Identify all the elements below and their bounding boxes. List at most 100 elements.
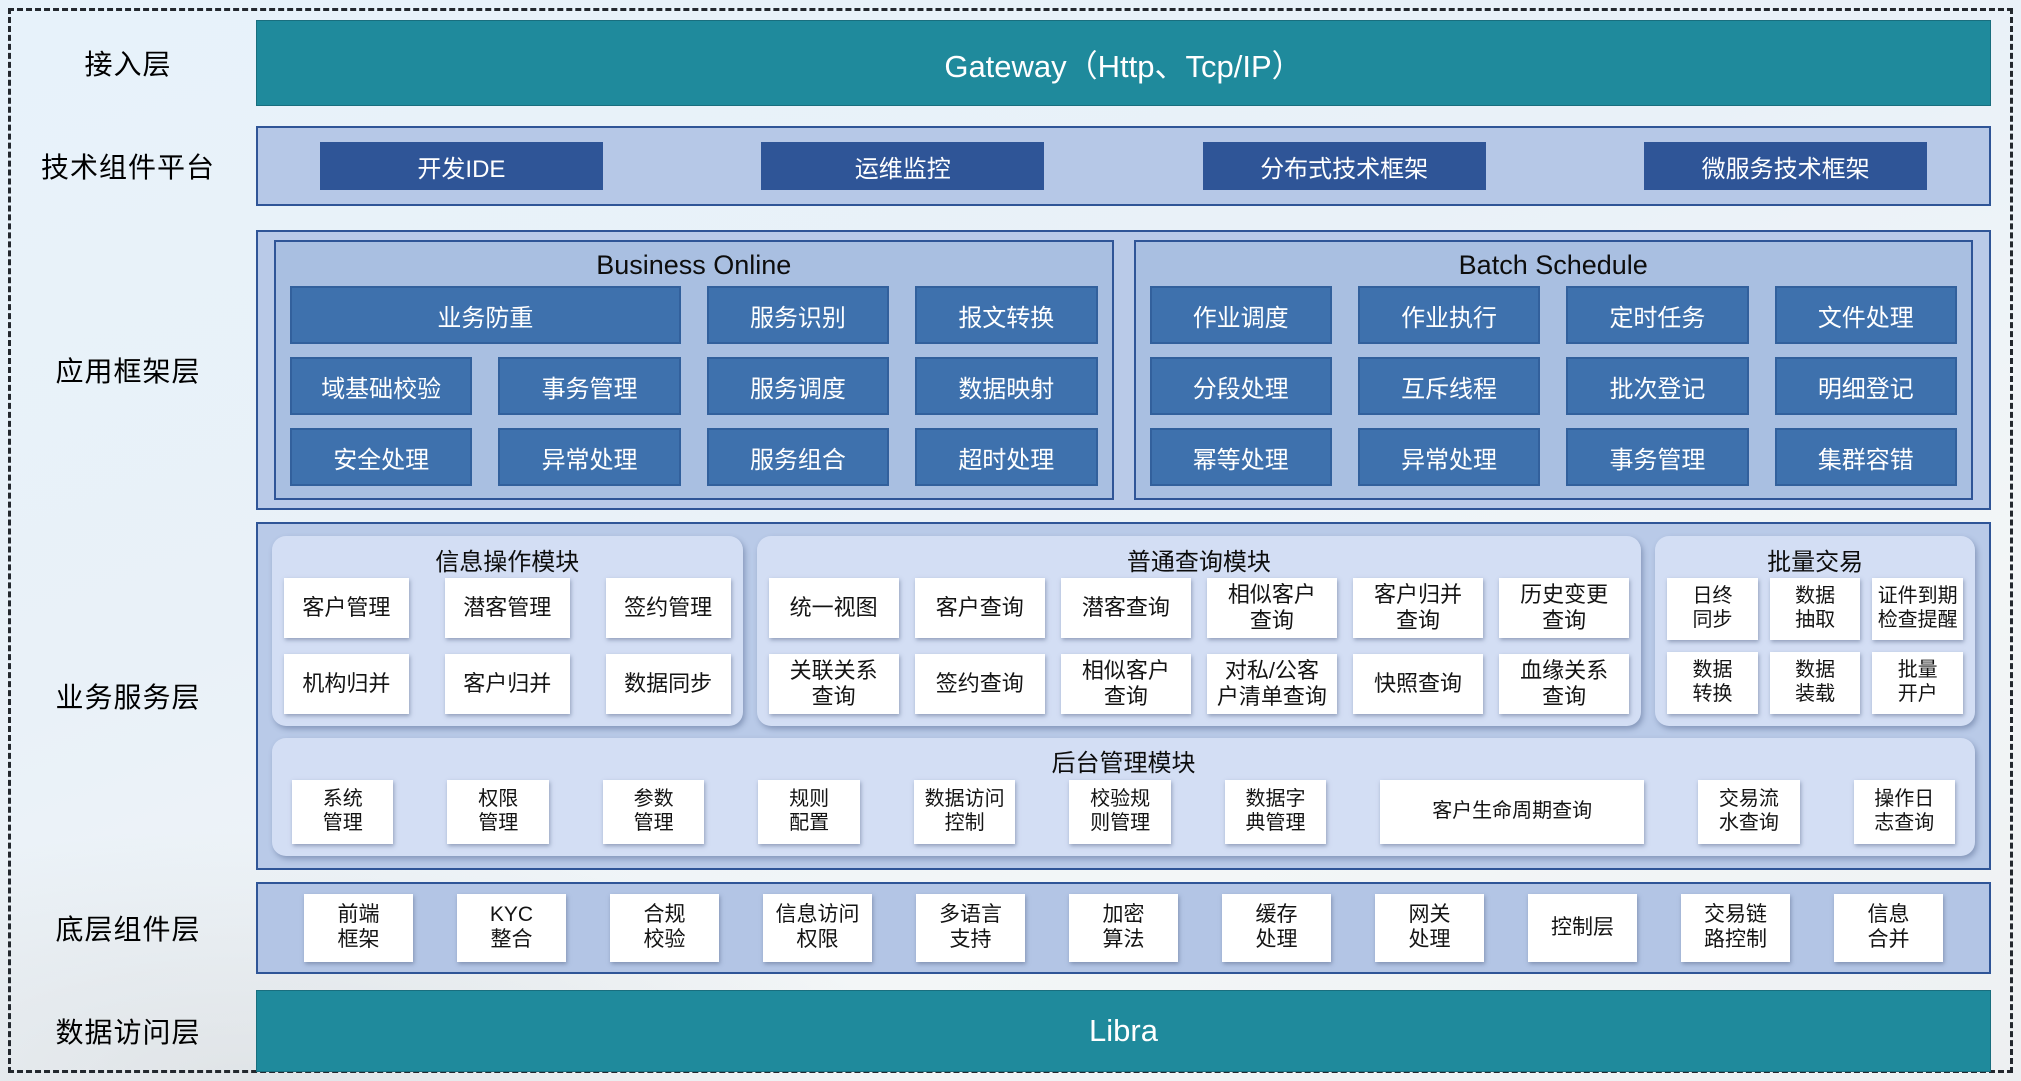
business-online-item: 业务防重 bbox=[290, 286, 681, 344]
layer-data-access: 数据访问层 Libra bbox=[0, 990, 1991, 1072]
base-component-item: 多语言 支持 bbox=[916, 894, 1025, 962]
layer-label-business-service: 业务服务层 bbox=[55, 682, 201, 713]
batch-schedule-item: 作业执行 bbox=[1357, 286, 1541, 344]
query-module-item: 血缘关系 查询 bbox=[1499, 653, 1630, 714]
layer-tech-platform: 技术组件平台 开发IDE 运维监控 分布式技术框架 微服务技术框架 bbox=[0, 126, 1991, 206]
query-module-item: 相似客户 查询 bbox=[1206, 578, 1337, 638]
admin-module-item: 客户生命周期查询 bbox=[1380, 779, 1645, 844]
query-module-item: 统一视图 bbox=[768, 578, 899, 638]
batch-schedule-grid: 作业调度 作业执行 定时任务 文件处理 分段处理 互斥线程 批次登记 明细登记 … bbox=[1149, 286, 1957, 486]
info-module-item: 签约管理 bbox=[605, 578, 731, 638]
info-module-item: 客户归并 bbox=[444, 653, 570, 714]
batch-schedule-panel: Batch Schedule 作业调度 作业执行 定时任务 文件处理 分段处理 … bbox=[1133, 240, 1973, 500]
layer-label-app-framework: 应用框架层 bbox=[55, 356, 201, 387]
business-online-item: 报文转换 bbox=[915, 286, 1098, 344]
business-online-grid: 业务防重 服务识别 报文转换 域基础校验 事务管理 服务调度 数据映射 安全处理… bbox=[290, 286, 1098, 486]
batch-trade-item: 证件到期 检查提醒 bbox=[1872, 578, 1963, 640]
info-module-title: 信息操作模块 bbox=[435, 548, 580, 576]
batch-schedule-item: 互斥线程 bbox=[1357, 357, 1541, 415]
batch-trade-item: 批量 开户 bbox=[1872, 651, 1963, 714]
query-module-panel: 普通查询模块 统一视图 客户查询 潜客查询 相似客户 查询 客户归并 查询 历史… bbox=[756, 536, 1642, 726]
query-module-item: 历史变更 查询 bbox=[1499, 578, 1630, 638]
layer-business-service: 业务服务层 信息操作模块 客户管理 潜客管理 签约管理 机构归并 客户归并 bbox=[0, 522, 1991, 870]
query-module-item: 签约查询 bbox=[914, 653, 1045, 714]
base-component-item: 缓存 处理 bbox=[1222, 894, 1331, 962]
business-online-item: 数据映射 bbox=[915, 357, 1098, 415]
batch-schedule-item: 幂等处理 bbox=[1149, 428, 1332, 486]
batch-schedule-title: Batch Schedule bbox=[1458, 249, 1648, 280]
batch-schedule-item: 异常处理 bbox=[1357, 428, 1541, 486]
layer-label-access: 接入层 bbox=[84, 49, 172, 80]
query-module-item: 客户查询 bbox=[914, 578, 1045, 638]
business-online-item: 服务识别 bbox=[706, 286, 890, 344]
diagram-rows: 接入层 Gateway（Http、Tcp/IP） 技术组件平台 开发IDE 运维… bbox=[0, 20, 1991, 1073]
batch-trade-title: 批量交易 bbox=[1767, 548, 1864, 576]
business-online-panel: Business Online 业务防重 服务识别 报文转换 域基础校验 事务管… bbox=[274, 240, 1114, 500]
layer-app-framework: 应用框架层 Business Online 业务防重 服务识别 报文转换 域基础… bbox=[0, 230, 1991, 510]
admin-module-panel: 后台管理模块 系统 管理 权限 管理 参数 管理 规则 配置 数据访问 控制 校… bbox=[272, 737, 1975, 856]
admin-module-item: 交易流 水查询 bbox=[1698, 779, 1800, 844]
query-module-item: 对私/公客 户清单查询 bbox=[1206, 653, 1337, 714]
admin-module-item: 系统 管理 bbox=[292, 779, 394, 844]
admin-module-item: 数据访问 控制 bbox=[913, 779, 1016, 844]
batch-schedule-item: 分段处理 bbox=[1149, 357, 1332, 415]
business-online-item: 异常处理 bbox=[498, 428, 681, 486]
admin-module-item: 校验规 则管理 bbox=[1069, 779, 1171, 844]
business-online-title: Business Online bbox=[596, 249, 792, 280]
app-framework-container: Business Online 业务防重 服务识别 报文转换 域基础校验 事务管… bbox=[256, 230, 1991, 510]
batch-trade-panel: 批量交易 日终 同步 数据 抽取 证件到期 检查提醒 数据 转换 数据 装载 批… bbox=[1655, 536, 1975, 726]
business-online-item: 事务管理 bbox=[498, 357, 681, 415]
batch-trade-item: 数据 装载 bbox=[1769, 651, 1861, 714]
admin-module-item: 操作日 志查询 bbox=[1853, 779, 1956, 844]
admin-module-item: 数据字 典管理 bbox=[1224, 779, 1327, 844]
business-online-item: 安全处理 bbox=[290, 428, 473, 486]
info-module-grid: 客户管理 潜客管理 签约管理 机构归并 客户归并 数据同步 bbox=[284, 578, 731, 714]
admin-module-item: 规则 配置 bbox=[758, 779, 860, 844]
info-module-item: 潜客管理 bbox=[444, 578, 570, 638]
base-component-item: 交易链 路控制 bbox=[1681, 894, 1790, 962]
batch-schedule-item: 明细登记 bbox=[1774, 357, 1957, 415]
batch-trade-item: 数据 转换 bbox=[1667, 651, 1758, 714]
admin-module-item: 参数 管理 bbox=[602, 779, 705, 844]
base-component-item: 控制层 bbox=[1528, 894, 1637, 962]
base-component-item: 网关 处理 bbox=[1375, 894, 1484, 962]
libra-bar: Libra bbox=[256, 990, 1991, 1072]
layer-label-tech-platform: 技术组件平台 bbox=[40, 152, 215, 183]
batch-trade-grid: 日终 同步 数据 抽取 证件到期 检查提醒 数据 转换 数据 装载 批量 开户 bbox=[1667, 578, 1963, 714]
batch-schedule-item: 定时任务 bbox=[1566, 286, 1749, 344]
batch-schedule-item: 作业调度 bbox=[1149, 286, 1332, 344]
base-component-item: 信息 合并 bbox=[1834, 894, 1943, 962]
info-module-item: 数据同步 bbox=[605, 653, 731, 714]
batch-trade-item: 日终 同步 bbox=[1667, 578, 1758, 640]
batch-schedule-item: 批次登记 bbox=[1566, 357, 1749, 415]
base-component-item: 合规 校验 bbox=[610, 894, 719, 962]
layer-label-data-access: 数据访问层 bbox=[55, 1017, 201, 1048]
query-module-item: 相似客户 查询 bbox=[1060, 653, 1191, 714]
query-module-item: 关联关系 查询 bbox=[768, 653, 899, 714]
layer-access: 接入层 Gateway（Http、Tcp/IP） bbox=[0, 20, 1991, 106]
tech-item: 分布式技术框架 bbox=[1202, 142, 1486, 190]
tech-item: 微服务技术框架 bbox=[1644, 142, 1927, 190]
batch-schedule-item: 集群容错 bbox=[1774, 428, 1957, 486]
business-online-item: 服务组合 bbox=[706, 428, 890, 486]
tech-item: 开发IDE bbox=[320, 142, 603, 190]
base-component-item: 信息访问 权限 bbox=[763, 894, 872, 962]
base-component-item: 前端 框架 bbox=[304, 894, 413, 962]
tech-item: 运维监控 bbox=[761, 142, 1045, 190]
admin-module-item: 权限 管理 bbox=[447, 779, 549, 844]
gateway-bar: Gateway（Http、Tcp/IP） bbox=[256, 20, 1991, 106]
layer-base-components: 底层组件层 前端 框架 KYC 整合 合规 校验 信息访问 权限 多语言 支持 … bbox=[0, 882, 1991, 974]
business-online-item: 超时处理 bbox=[915, 428, 1098, 486]
business-service-top-row: 信息操作模块 客户管理 潜客管理 签约管理 机构归并 客户归并 数据同步 bbox=[272, 536, 1975, 726]
business-service-container: 信息操作模块 客户管理 潜客管理 签约管理 机构归并 客户归并 数据同步 bbox=[256, 522, 1991, 870]
query-module-title: 普通查询模块 bbox=[1126, 548, 1271, 576]
batch-schedule-item: 事务管理 bbox=[1566, 428, 1749, 486]
business-online-item: 域基础校验 bbox=[290, 357, 473, 415]
business-online-item: 服务调度 bbox=[706, 357, 890, 415]
admin-module-title: 后台管理模块 bbox=[1051, 750, 1196, 778]
query-module-grid: 统一视图 客户查询 潜客查询 相似客户 查询 客户归并 查询 历史变更 查询 关… bbox=[768, 578, 1630, 714]
info-module-item: 客户管理 bbox=[284, 578, 409, 638]
batch-schedule-item: 文件处理 bbox=[1774, 286, 1957, 344]
base-components-container: 前端 框架 KYC 整合 合规 校验 信息访问 权限 多语言 支持 加密 算法 … bbox=[256, 882, 1991, 974]
